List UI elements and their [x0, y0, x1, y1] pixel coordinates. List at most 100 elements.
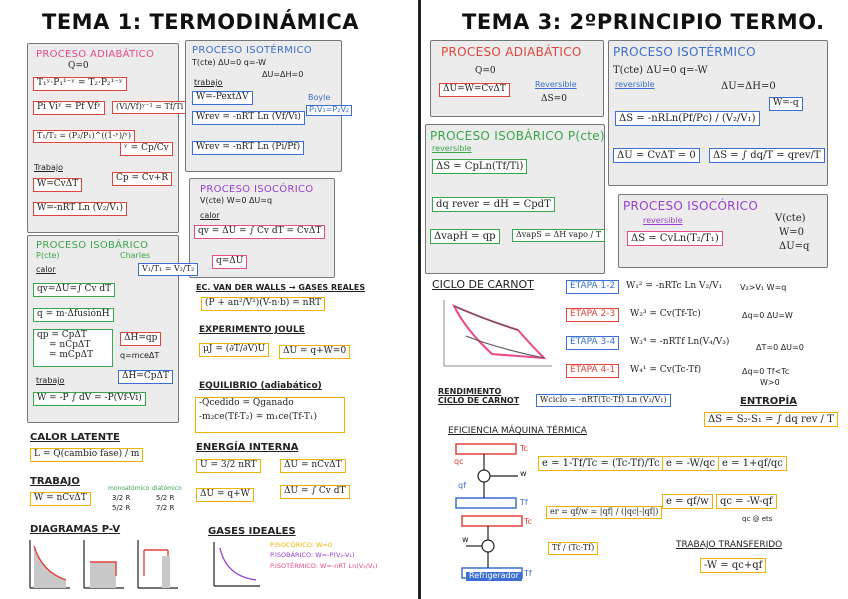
isochoric-eq2: q=ΔU [212, 255, 248, 269]
isothermal-boyle-eq: P₁V₁=P₂V₂ [306, 105, 353, 116]
heat-engine-eq4: e = qf/w [662, 494, 713, 509]
adiabatic-panel: PROCESO ADIABÁTICO Q=0 T₁ʸ·P₁¹⁻ʸ = T₂·P₂… [27, 43, 188, 233]
isothermal-eq1: W=-PextΔV [192, 91, 253, 105]
carnot-stage4-note2: W>0 [760, 378, 780, 387]
adiabatic-eq4: T₁/T₂ = (P₂/P₁)^((1-ʸ)/ʸ) [33, 130, 136, 143]
heat-engine-header: EFICIENCIA MÁQUINA TÉRMICA [448, 426, 587, 436]
isobaric-sub: P(cte) [36, 251, 60, 260]
heat-engine-eq5: qc = -W-qf [716, 494, 777, 509]
r-isobaric-eq5: ΔvapH = qp [430, 229, 500, 244]
carnot-stage2-eq: W₂³ = Cv(Tf-Tc) [630, 309, 701, 319]
heat-engine-tc2: Tc [524, 517, 532, 526]
isothermal-work-label: trabajo [194, 78, 223, 87]
heat-engine-eq1: e = 1-Tf/Tc = (Tc-Tf)/Tc [538, 456, 664, 471]
r-isochoric-s3: ΔU=q [779, 241, 810, 252]
isobaric-charles: Charles [120, 251, 151, 260]
isobaric-charles-eq: V₁/T₁ = V₂/T₂ [138, 263, 199, 276]
isochoric-eq1: qv = ΔU = ∫ Cv dT = CvΔT [194, 225, 326, 239]
internal-energy-eq3: ΔU = q+W [196, 488, 254, 502]
internal-energy-eq2: ΔU = nCvΔT [280, 459, 346, 473]
entropy-eq: ΔS = S₂-S₁ = ∫ dq rev / T [704, 412, 838, 427]
r-adiabatic-q: Q=0 [475, 66, 496, 76]
internal-energy-eq4: ΔU = ∫ Cv dT [280, 485, 350, 499]
isobaric-eq1: qv=ΔU=∫ Cv dT [33, 283, 116, 297]
r-isothermal-panel: PROCESO ISOTÉRMICO T(cte) ΔU=0 q=-W reve… [608, 40, 828, 186]
efficiency-carnot-eq: Wciclo = -nRT(Tc-Tf) Ln (V₂/V₁) [536, 394, 671, 407]
adiabatic-eq6: W=CvΔT [33, 178, 83, 192]
adiabatic-eq8: W=-nRT Ln (V₂/V₁) [33, 202, 128, 216]
carnot-stage3-eq: W₃⁴ = -nRTf Ln(V₄/V₃) [630, 337, 730, 347]
isobaric-eq6: ΔH=CpΔT [118, 370, 174, 384]
left-title: TEMA 1: TERMODINÁMICA [42, 10, 359, 34]
isothermal-eq3: Wrev = -nRT Ln (Pi/Pf) [192, 141, 305, 155]
heat-engine-qc: qc [454, 457, 464, 466]
adiabatic-q: Q=0 [68, 61, 89, 71]
isothermal-sub: T(cte) ΔU=0 q=-W [192, 58, 267, 67]
isochoric-panel: PROCESO ISOCÓRICO V(cte) W=0 ΔU=q calor … [189, 178, 335, 278]
ideal-gases-l2: P.ISOBÁRICO: W=-P(V₂-V₁) [270, 551, 355, 559]
equilibrio-box: -Qcedido = Qganado -m₂ce(Tf-T₂) = m₁ce(T… [195, 397, 345, 433]
adiabatic-eq7: Cp = Cv+R [112, 172, 173, 186]
r-isothermal-eq2: ΔS = -nRLn(Pf/Pc) / (V₂/V₁) [615, 111, 760, 126]
carnot-stage2: ETAPA 2-3 [566, 308, 620, 322]
carnot-stage3-note: ΔT=0 ΔU=0 [756, 343, 804, 352]
work-monoatomic: monoatómico [108, 485, 150, 492]
isothermal-dh: ΔU=ΔH=0 [262, 70, 304, 79]
isobaric-eq3-box: qp = CpΔT = nCpΔT = mCpΔT [33, 329, 113, 367]
r-isochoric-rev: reversible [643, 216, 683, 225]
isobaric-eq4: ΔH=qp [120, 332, 162, 346]
joule-eq1: μJ = (∂T/∂V)U [199, 343, 270, 357]
ideal-gases-l1: P.ISOCÓRICO: W=0 [270, 541, 333, 549]
heat-engine-eq6: er = qf/w = |qf| / (|qc|-|qf|) [546, 506, 663, 519]
r-isothermal-header: PROCESO ISOTÉRMICO [613, 45, 756, 59]
isothermal-boyle: Boyle [308, 93, 331, 102]
adiabatic-eq3: (Vi/Vf)ʸ⁻¹ = Tf/Ti [112, 101, 188, 114]
work-di-1: 5/2 R [156, 494, 175, 502]
carnot-stage3: ETAPA 3-4 [566, 336, 620, 350]
r-adiabatic-eq: ΔU=W=CvΔT [439, 83, 510, 97]
isothermal-header: PROCESO ISOTÉRMICO [192, 45, 312, 56]
work-mono-2: 5/2 R [112, 504, 131, 512]
isobaric-eq5: q=mceΔT [120, 351, 160, 360]
ideal-gases-sketch [213, 542, 260, 587]
efficiency-carnot-header: RENDIMIENTO CICLO DE CARNOT [438, 387, 520, 405]
right-title: TEMA 3: 2ºPRINCIPIO TERMO. [462, 10, 825, 34]
isobaric-eq3c: = mCpΔT [49, 349, 94, 360]
r-isothermal-eq1: W=-q [769, 97, 803, 111]
work-diatomic: diatómico [152, 485, 182, 492]
isochoric-heat-label: calor [200, 211, 220, 220]
heat-engine-eq3: e = 1+qf/qc [718, 456, 787, 471]
work-header: TRABAJO [30, 476, 80, 487]
vanderwaals-eq: (P + an²/V²)(V-n·b) = nRT [201, 297, 326, 311]
work-mono-1: 3/2 R [112, 494, 131, 502]
isobaric-panel: PROCESO ISOBÁRICO P(cte) Charles V₁/T₁ =… [27, 235, 199, 423]
isochoric-header: PROCESO ISOCÓRICO [200, 184, 314, 195]
internal-energy-eq1: U = 3/2 nRT [196, 459, 261, 473]
carnot-stage1-note: V₂>V₁ W=q [740, 283, 787, 292]
r-isothermal-dh: ΔU=ΔH=0 [721, 81, 776, 92]
r-isochoric-panel: PROCESO ISOCÓRICO reversible ΔS = CvLn(T… [618, 194, 828, 268]
internal-energy-header: ENERGÍA INTERNA [196, 442, 299, 453]
r-isobaric-eq4: dq rever = dH = CpdT [432, 197, 555, 212]
heat-engine-tf: Tf [520, 498, 528, 507]
adiabatic-header: PROCESO ADIABÁTICO [36, 49, 155, 60]
joule-header: EXPERIMENTO JOULE [199, 325, 305, 335]
isobaric-eq7: W = -P ∫ dV = -P(Vf-Vi) [33, 392, 146, 406]
isobaric-eq3b: = nCpΔT [49, 339, 91, 350]
pv-diagrams-header: DIAGRAMAS P-V [30, 524, 121, 535]
latent-heat-header: CALOR LATENTE [30, 432, 120, 443]
r-adiabatic-rev-eq: ΔS=0 [541, 94, 567, 104]
r-isochoric-eq: ΔS = CvLn(T₂/T₁) [627, 231, 723, 246]
latent-heat-eq: L = Q(cambio fase) / m [30, 448, 144, 462]
r-isochoric-s2: W=0 [779, 227, 805, 238]
heat-engine-qc-note: qc @ ets [742, 515, 773, 523]
carnot-stage4-note: Δq=0 Tf<Tc [742, 367, 790, 376]
carnot-stage2-note: Δq=0 ΔU=W [742, 311, 793, 320]
r-isothermal-sub: T(cte) ΔU=0 q=-W [613, 65, 708, 76]
equilibrio-eq2: -m₂ce(Tf-T₂) = m₁ce(Tf-T₁) [199, 411, 318, 422]
ideal-gases-l3: P.ISOTÉRMICO: W=-nRT Ln(V₂/V₁) [270, 562, 378, 570]
isobaric-eq2: q = m·ΔfusiónH [33, 308, 114, 322]
ideal-gases-header: GASES IDEALES [208, 526, 296, 537]
isochoric-sub: V(cte) W=0 ΔU=q [200, 196, 273, 205]
joule-eq2: ΔU = q+W=0 [279, 345, 351, 359]
